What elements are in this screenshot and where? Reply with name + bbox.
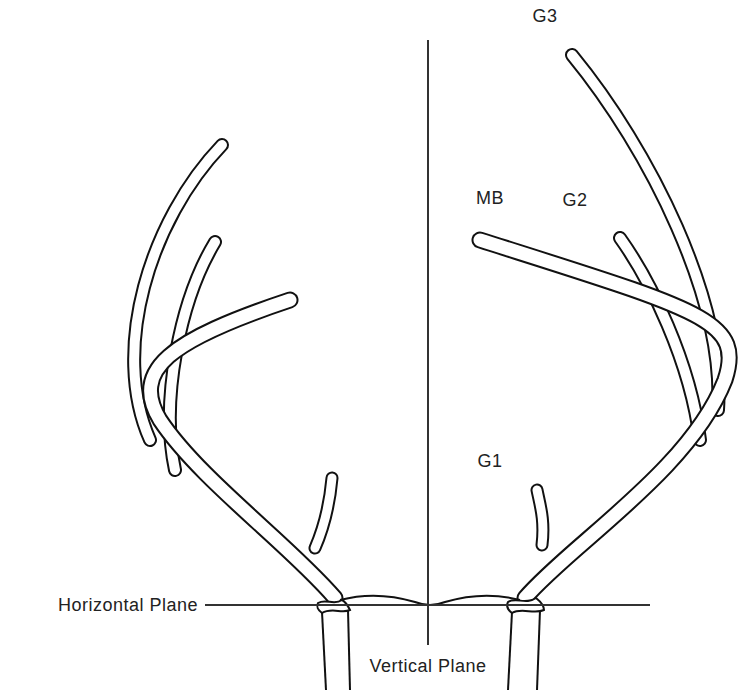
tine-label: G3: [532, 7, 557, 27]
plane-label: Horizontal Plane: [58, 596, 198, 616]
left-pedicel: [322, 612, 326, 690]
left-burr: [317, 600, 350, 613]
left-main-beam-fill: [150, 300, 335, 598]
right-g3-tine: [572, 55, 718, 410]
left-antler: [134, 145, 335, 598]
tine-label: G1: [477, 452, 502, 472]
right-pedicel: [537, 610, 540, 690]
horizontal-plane-line: [205, 604, 650, 606]
skull-line: [340, 596, 520, 605]
right-g1-tine: [537, 490, 543, 545]
tine-label: MB: [476, 189, 504, 209]
right-g2-tine: [620, 238, 700, 440]
vertical-plane-line: [427, 40, 429, 645]
skull-and-pedicels: [317, 596, 544, 690]
left-g1-tine: [315, 478, 332, 548]
plane-label: Vertical Plane: [369, 657, 486, 677]
left-pedicel: [348, 610, 350, 690]
left-main-beam: [150, 300, 335, 598]
right-main-beam-fill: [480, 240, 729, 598]
right-g2-fill: [620, 238, 700, 440]
tine-label: G2: [562, 191, 587, 211]
right-pedicel: [508, 612, 512, 690]
left-g1-fill: [315, 478, 332, 548]
right-main-beam: [480, 240, 729, 598]
right-g3-fill: [572, 55, 718, 410]
right-g1-fill: [537, 490, 543, 545]
right-antler: [480, 55, 729, 598]
reference-planes: [205, 40, 650, 645]
